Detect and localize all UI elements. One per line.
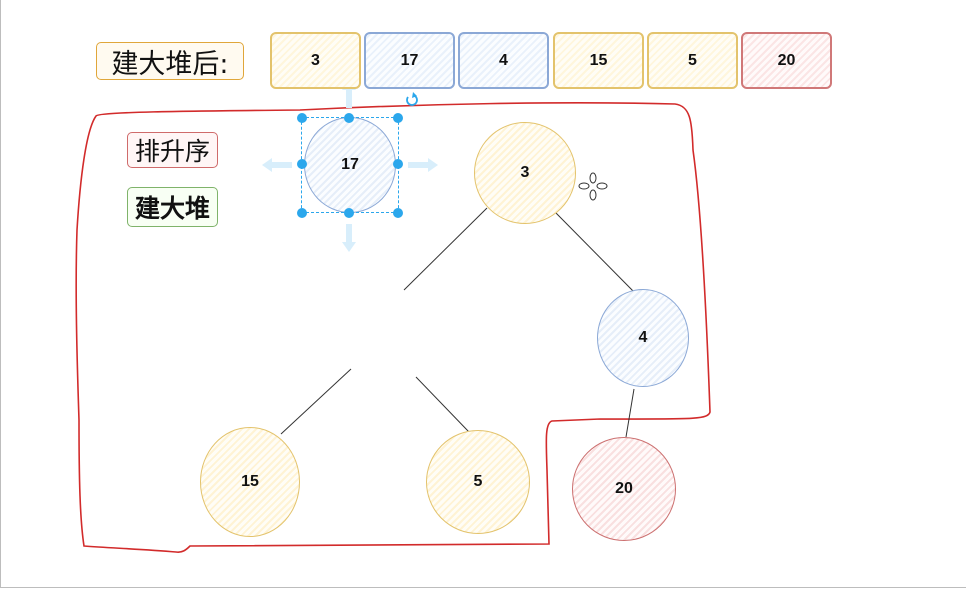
label-after-build-heap[interactable]: 建大堆后: [96,42,244,80]
resize-handle-top-right[interactable] [393,113,403,123]
resize-handle-left[interactable] [297,159,307,169]
resize-handle-bottom-right[interactable] [393,208,403,218]
tree-node-4[interactable]: 4 [597,289,689,387]
array-cell[interactable]: 3 [270,32,361,89]
label-build-heap[interactable]: 建大堆 [127,187,218,227]
tree-node-5[interactable]: 5 [426,430,530,534]
tree-node-root-3[interactable]: 3 [474,122,576,224]
array-cell[interactable]: 15 [553,32,644,89]
array-cell[interactable]: 17 [364,32,455,89]
label-sort-ascending[interactable]: 排升序 [127,132,218,168]
tree-node-20[interactable]: 20 [572,437,676,541]
resize-handle-bottom-left[interactable] [297,208,307,218]
array-cell[interactable]: 20 [741,32,832,89]
resize-handle-top[interactable] [344,113,354,123]
resize-handle-bottom[interactable] [344,208,354,218]
selection-box [301,117,399,213]
array-cell[interactable]: 5 [647,32,738,89]
resize-handle-top-left[interactable] [297,113,307,123]
array-cell[interactable]: 4 [458,32,549,89]
tree-node-15[interactable]: 15 [200,427,300,537]
resize-handle-right[interactable] [393,159,403,169]
